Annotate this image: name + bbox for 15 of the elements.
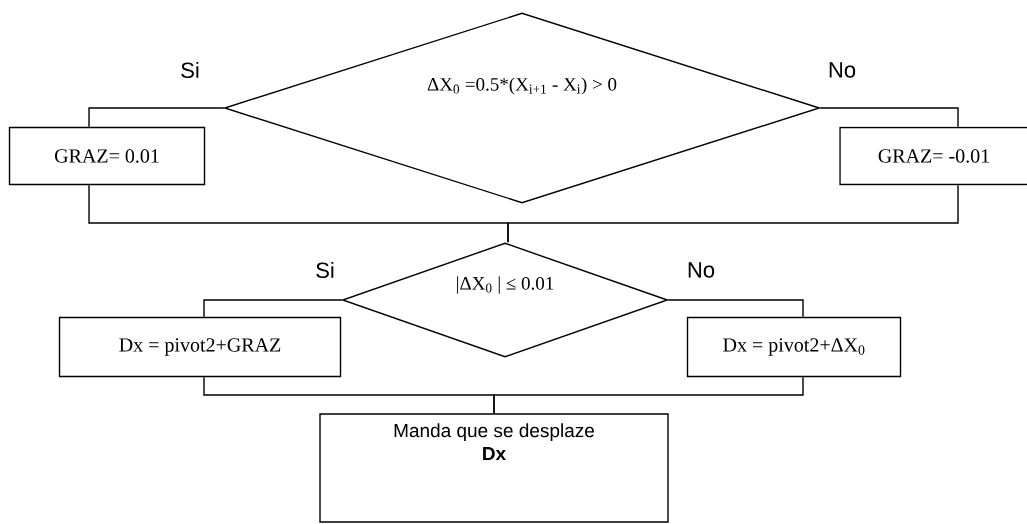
connector-line [493,376,804,414]
process-box: GRAZ= -0.01 [839,126,1027,186]
connector-line [507,184,959,243]
process-box: Dx = pivot2+GRAZ [58,316,342,378]
connector-line [667,299,804,318]
edge-label: No [685,261,717,279]
connector-line [819,107,959,128]
edge-label: Si [314,260,336,280]
edge-label: Si [179,60,201,80]
process-box: Manda que se desplaze Dx [319,413,669,523]
process-box: GRAZ= 0.01 [8,126,206,186]
connector-line [203,299,343,318]
connector-line [88,107,225,128]
edge-label: No [826,61,858,79]
process-box: Dx = pivot2+ΔX$_{0}$ [686,316,902,378]
